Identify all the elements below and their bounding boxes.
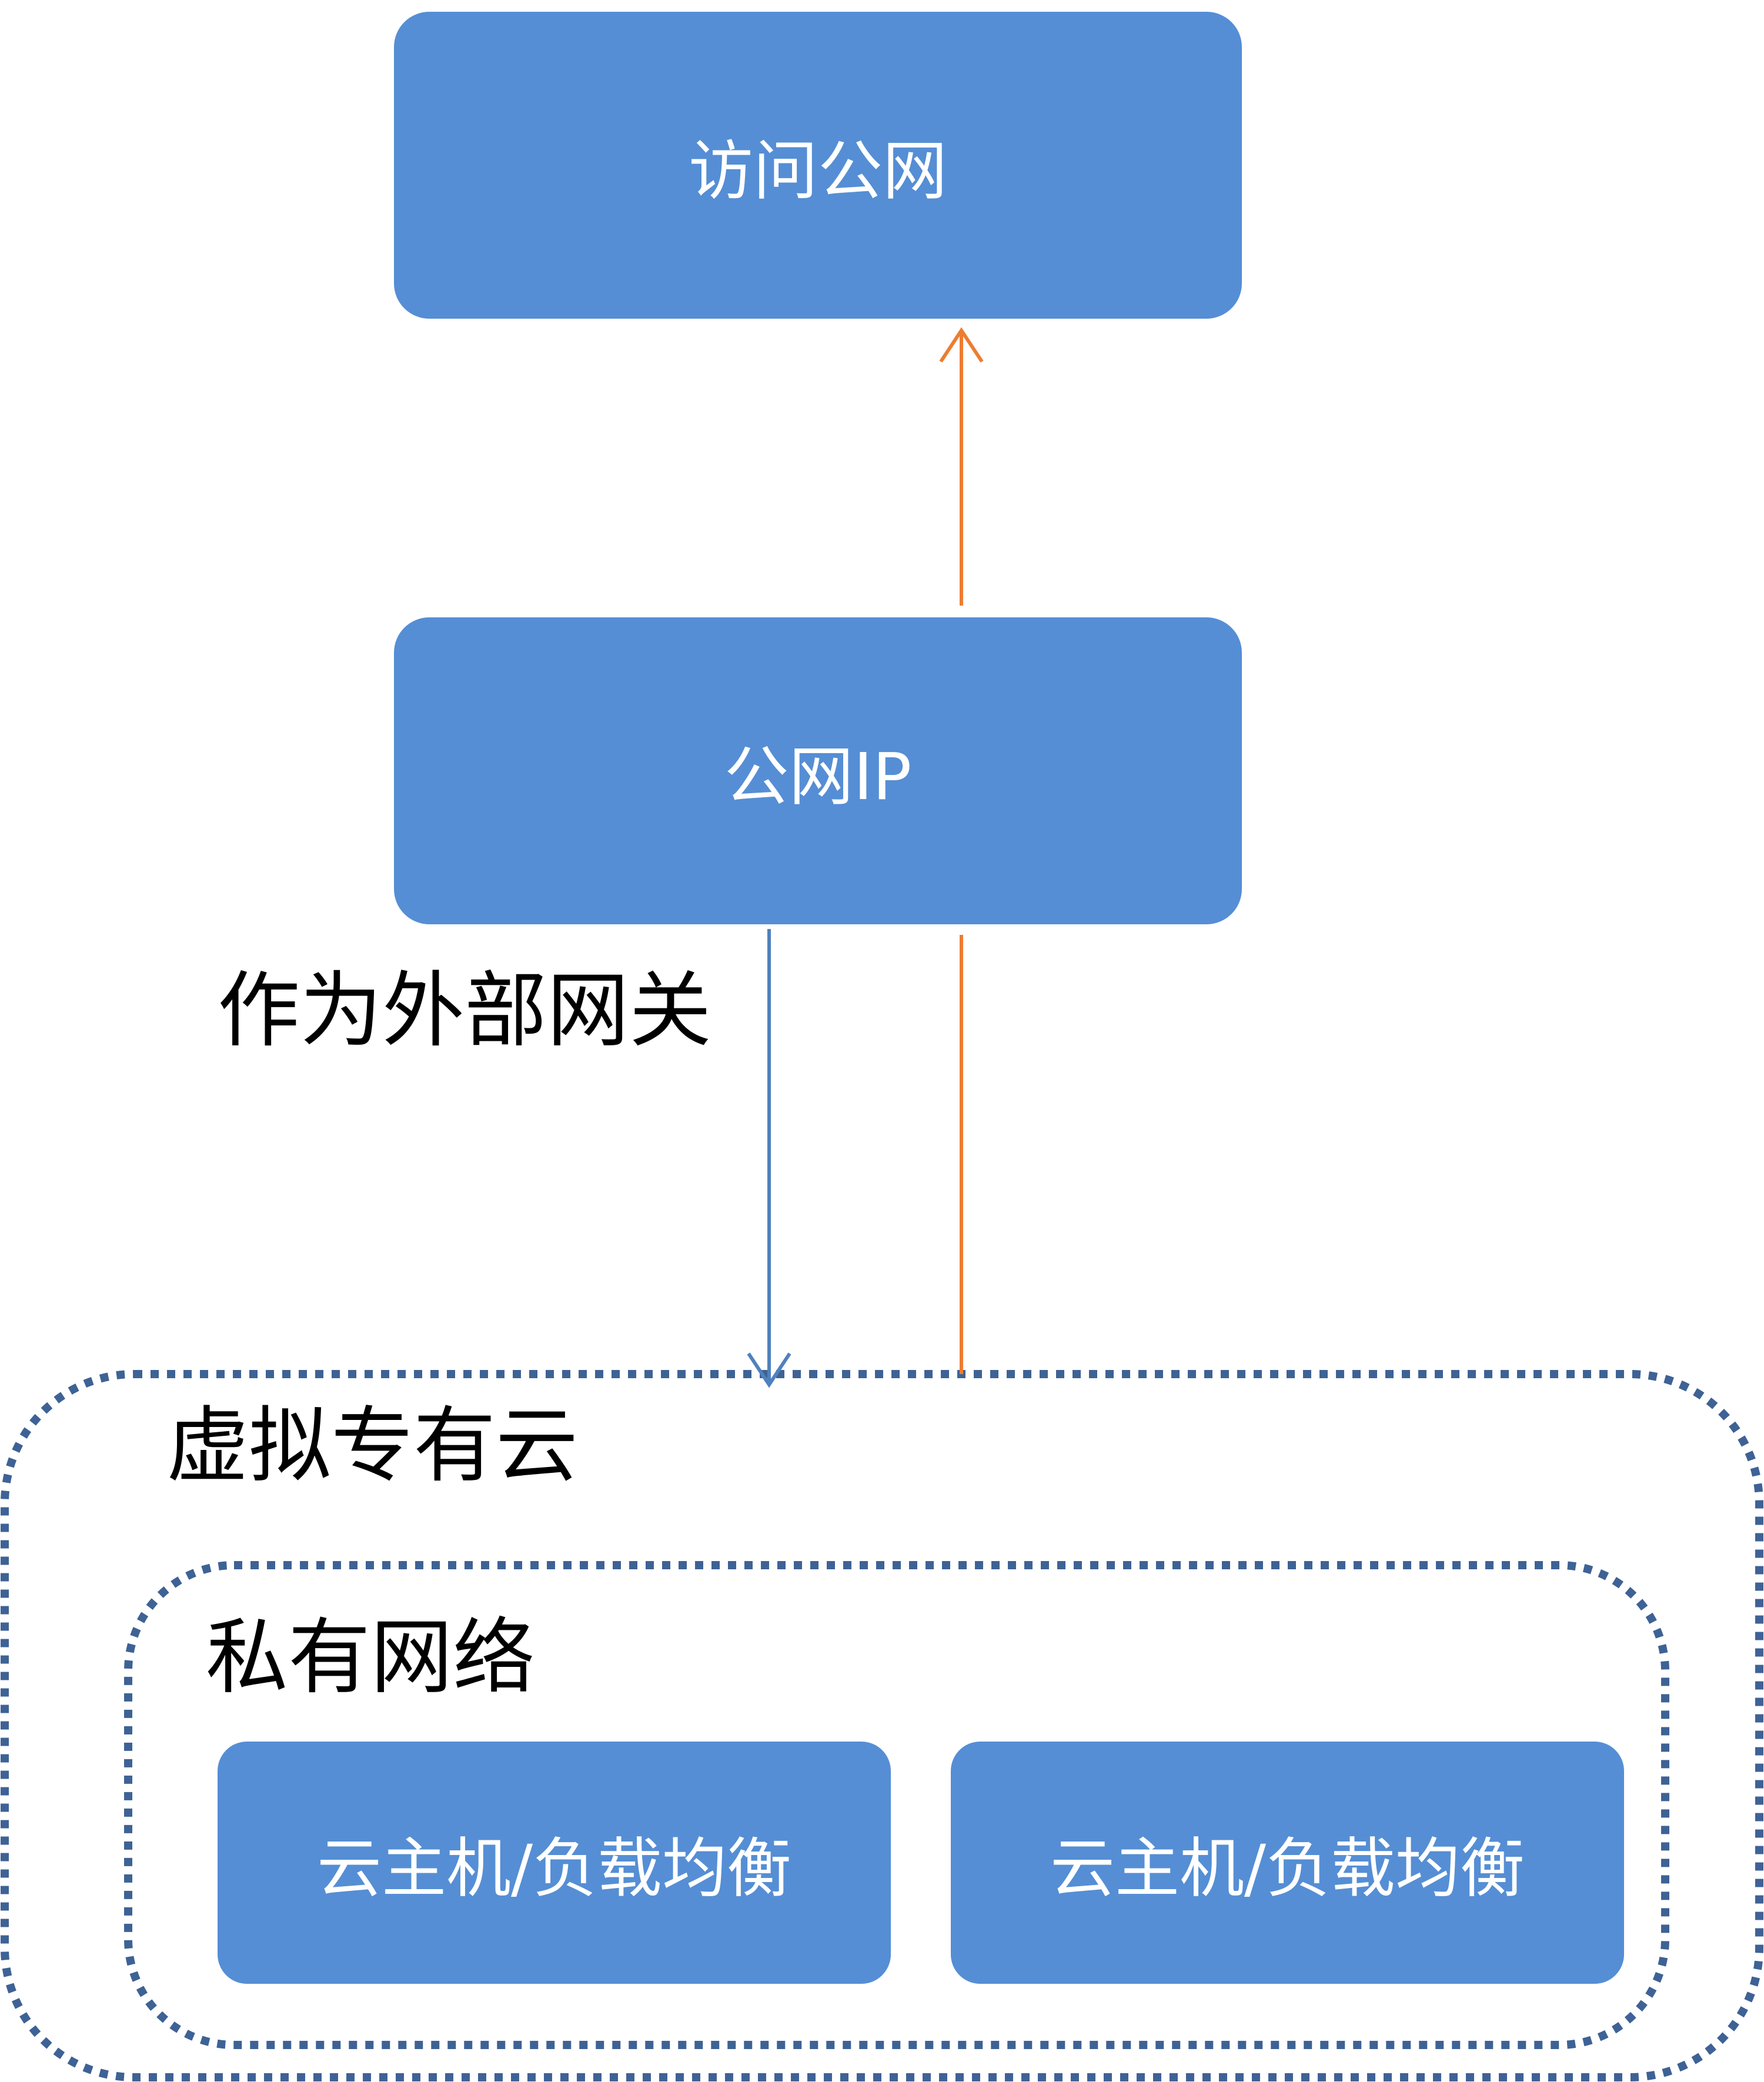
public-ip-node: 公网IP	[394, 617, 1242, 924]
public-ip-label: 公网IP	[724, 739, 912, 814]
vm-lb-node-1: 云主机/负载均衡	[218, 1742, 891, 1984]
inbound-arrow	[747, 929, 791, 1388]
external-gateway-label: 作为外部网关	[218, 963, 712, 1059]
vm-lb-node-2: 云主机/负载均衡	[951, 1742, 1624, 1984]
private-network-label: 私有网络	[206, 1610, 536, 1706]
vm-lb-label-2: 云主机/负载均衡	[1050, 1831, 1525, 1906]
vpc-label: 虚拟专有云	[166, 1398, 579, 1494]
public-internet-node: 访问公网	[394, 12, 1242, 319]
vpc-boundary	[1, 1370, 1763, 2081]
outbound-arrow-upper	[939, 327, 984, 606]
private-network-boundary	[124, 1561, 1669, 2049]
vm-lb-label-1: 云主机/负载均衡	[316, 1831, 792, 1906]
public-internet-label: 访问公网	[689, 133, 947, 209]
